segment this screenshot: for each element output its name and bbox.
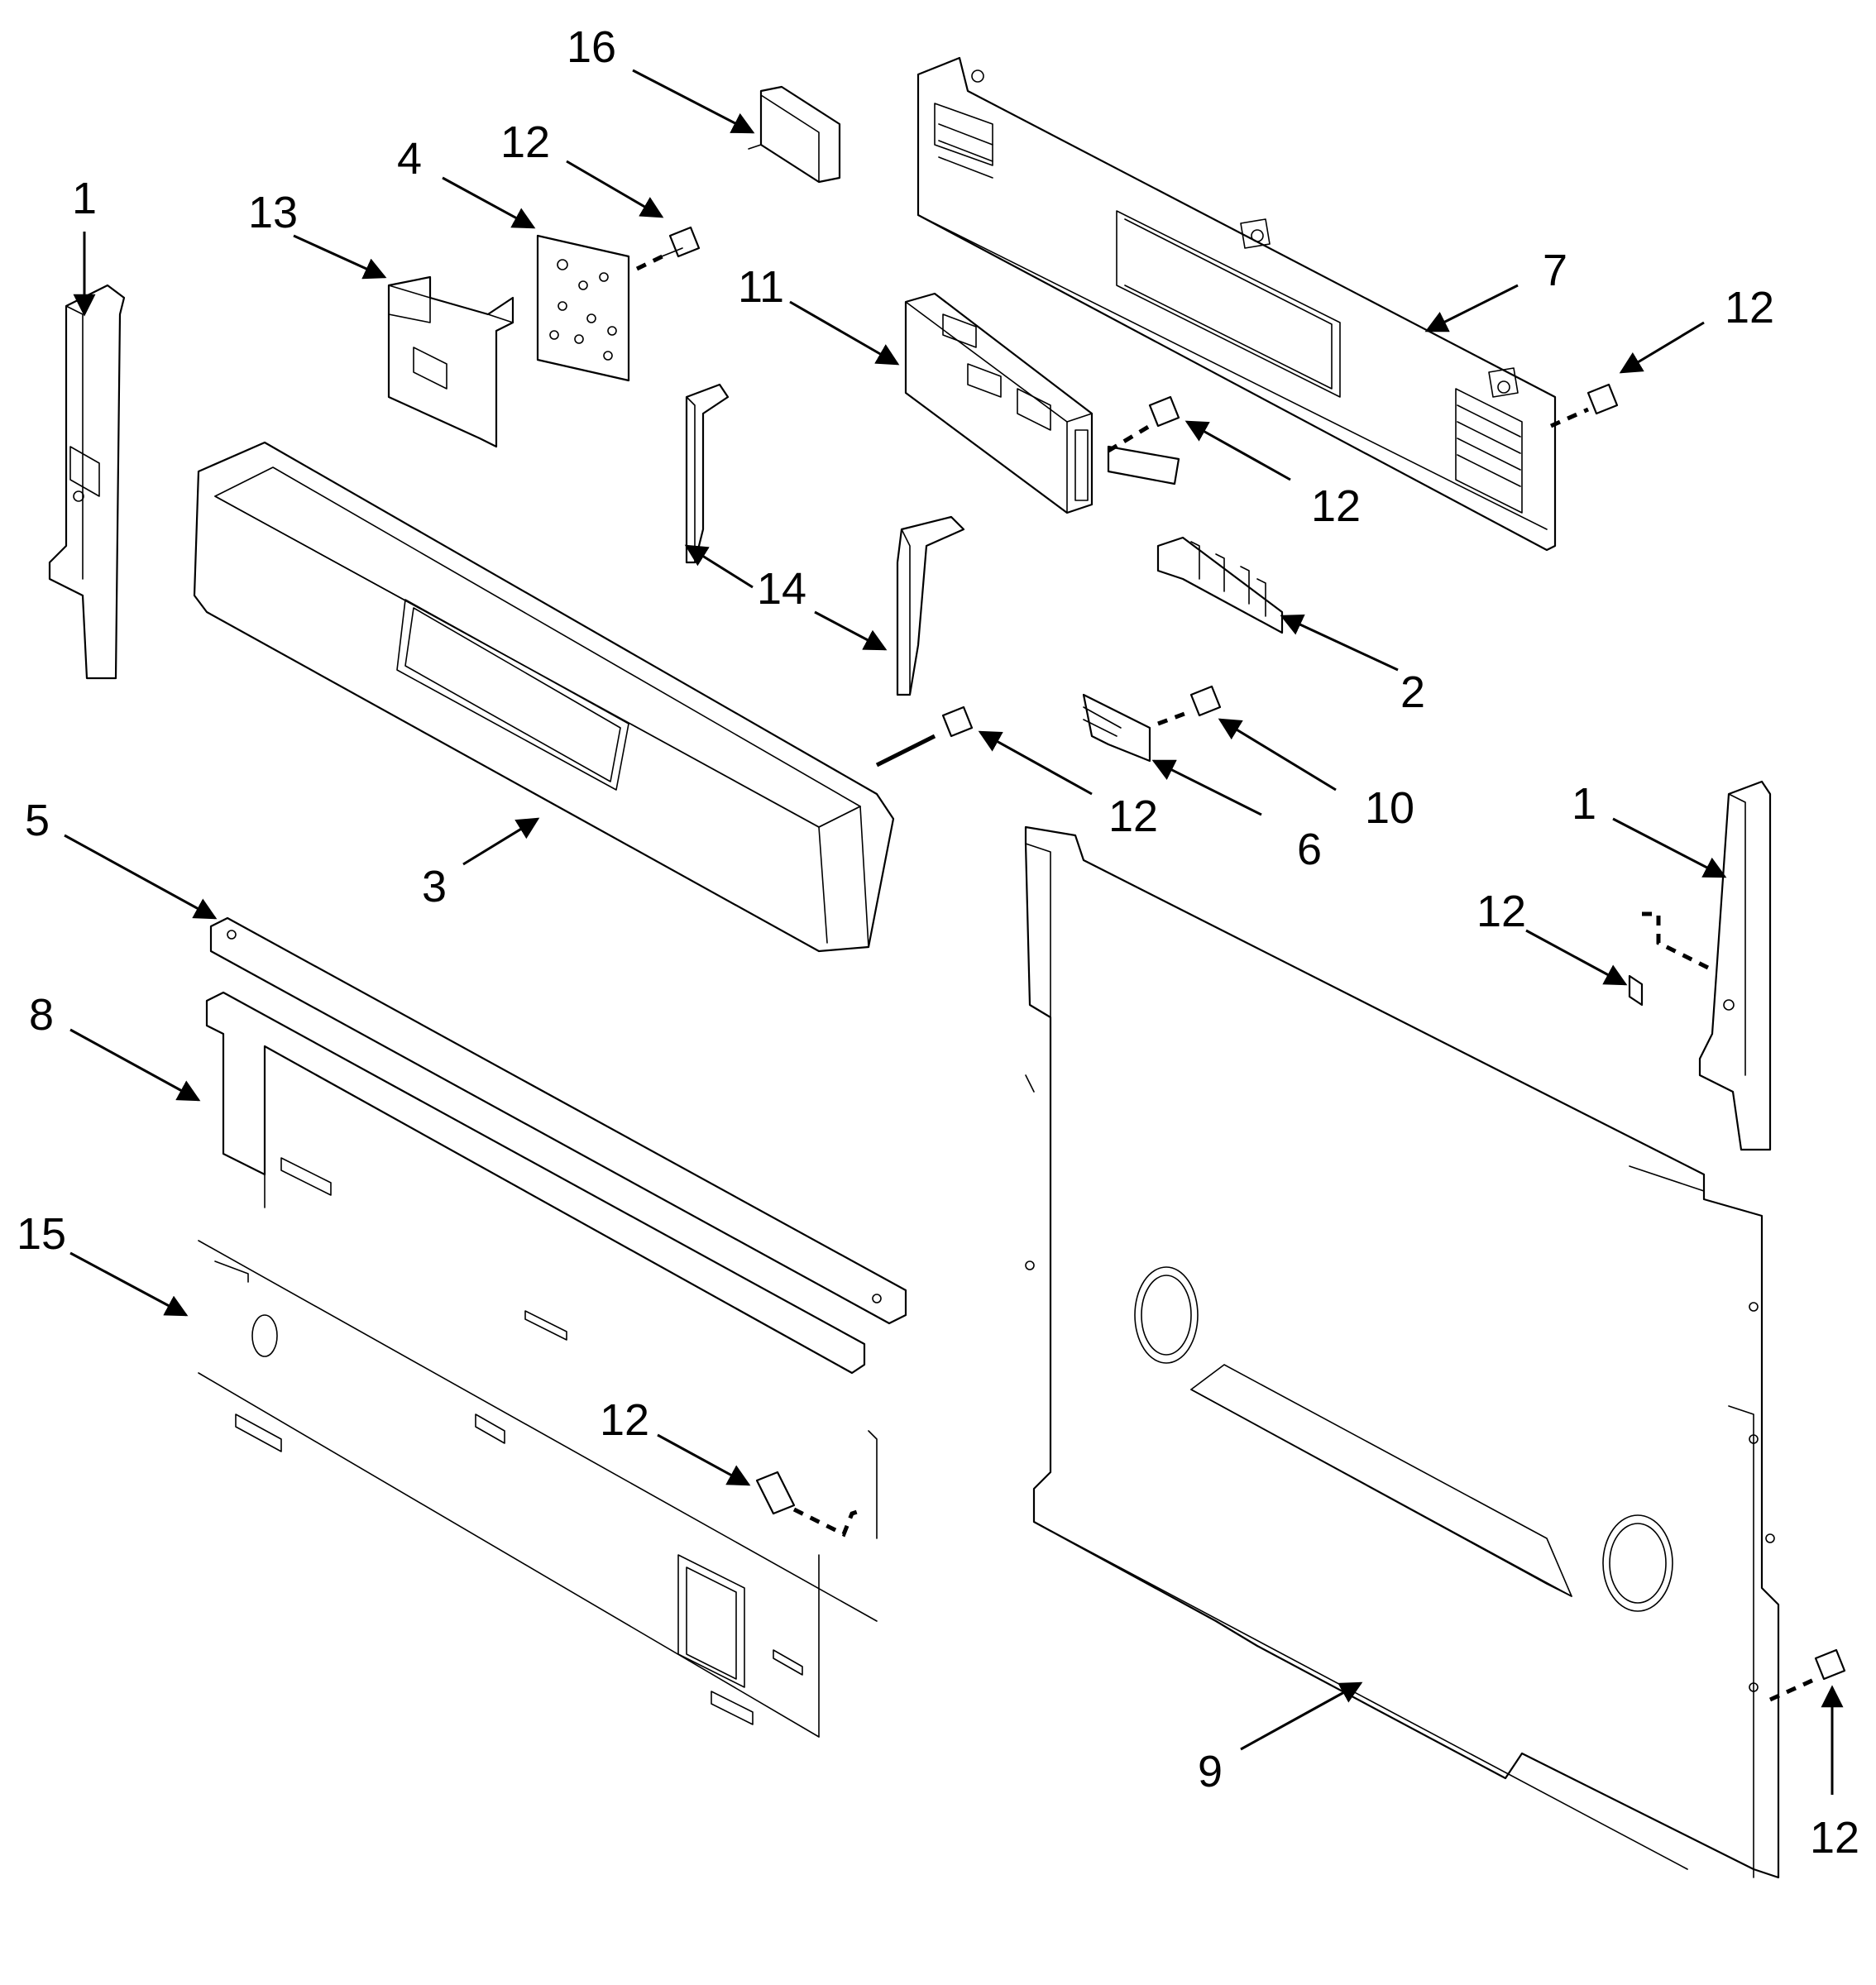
screw-12-near-7 <box>1549 383 1619 428</box>
callout-4: 4 <box>397 134 422 184</box>
arrow-12b <box>1619 321 1705 374</box>
callout-10: 10 <box>1365 783 1414 833</box>
callout-5: 5 <box>25 796 50 845</box>
callout-labels: 1 1 2 3 4 5 6 7 8 9 10 11 12 12 12 12 12… <box>17 22 1859 1863</box>
callout-8: 8 <box>29 990 54 1040</box>
callout-1-right: 1 <box>1572 779 1596 829</box>
callout-13: 13 <box>248 188 298 237</box>
arrow-13 <box>293 234 387 280</box>
arrow-3 <box>462 817 540 866</box>
callout-12g: 12 <box>1810 1813 1859 1863</box>
callout-3: 3 <box>422 862 447 911</box>
arrow-1-right <box>1612 817 1727 878</box>
callout-14: 14 <box>757 564 806 614</box>
part-14-bracket-b <box>896 515 965 696</box>
arrow-7 <box>1424 284 1519 332</box>
part-2-terminal-block <box>1156 536 1284 634</box>
callout-11: 11 <box>738 262 784 312</box>
arrow-8 <box>69 1028 201 1102</box>
callout-12d: 12 <box>1108 792 1158 841</box>
screw-12-near-11 <box>1107 395 1180 453</box>
arrow-6 <box>1151 759 1262 816</box>
part-13-clip-bracket <box>387 275 514 448</box>
part-1-side-trim-left <box>48 284 126 680</box>
part-16-bracket <box>748 85 841 184</box>
arrow-12a <box>566 160 664 218</box>
arrow-11 <box>789 300 900 366</box>
arrow-12f <box>657 1433 751 1486</box>
callout-2: 2 <box>1400 667 1425 717</box>
part-5-trim-strip <box>209 916 907 1325</box>
callout-16: 16 <box>567 22 616 72</box>
arrow-2 <box>1280 614 1399 672</box>
part-8-panel-bracket <box>205 991 866 1375</box>
screw-12-near-3 <box>875 706 974 768</box>
part-6-spring-clip <box>1082 693 1151 763</box>
callout-12f: 12 <box>600 1395 649 1445</box>
callout-9: 9 <box>1198 1747 1223 1796</box>
arrow-10 <box>1218 718 1337 792</box>
part-4-board <box>536 234 630 382</box>
callout-12a: 12 <box>500 117 550 167</box>
arrow-4 <box>442 176 536 229</box>
callout-6: 6 <box>1297 825 1322 874</box>
arrow-14b <box>814 610 888 651</box>
arrow-14a <box>684 544 754 589</box>
arrow-15 <box>69 1251 189 1317</box>
part-14-bracket-a <box>685 383 730 564</box>
part-1-side-trim-right <box>1698 780 1772 1151</box>
screw-12-near-1-right <box>1628 911 1710 1007</box>
part-3-control-panel <box>193 441 895 953</box>
part-9-back-panel <box>1024 825 1780 1879</box>
callout-1-left: 1 <box>72 174 97 223</box>
callout-7: 7 <box>1543 246 1567 295</box>
screw-12-near-9 <box>1768 1648 1846 1702</box>
callout-12b: 12 <box>1725 283 1774 332</box>
callout-12c: 12 <box>1311 481 1361 531</box>
part-7-rear-control-panel <box>916 56 1557 552</box>
leader-arrows <box>64 69 1844 1795</box>
arrow-12d <box>978 730 1093 796</box>
arrow-12e <box>1525 929 1628 986</box>
part-15-lower-panel <box>198 1240 878 1738</box>
screw-12-near-4 <box>635 226 701 271</box>
arrow-16 <box>632 69 755 134</box>
screw-12-near-15 <box>755 1471 865 1538</box>
arrow-9 <box>1240 1681 1363 1751</box>
arrow-12c <box>1184 420 1291 481</box>
callout-15: 15 <box>17 1209 66 1259</box>
part-11-control-board <box>904 292 1180 514</box>
arrow-5 <box>64 834 218 920</box>
screw-10 <box>1157 685 1222 726</box>
callout-12e: 12 <box>1476 887 1526 936</box>
